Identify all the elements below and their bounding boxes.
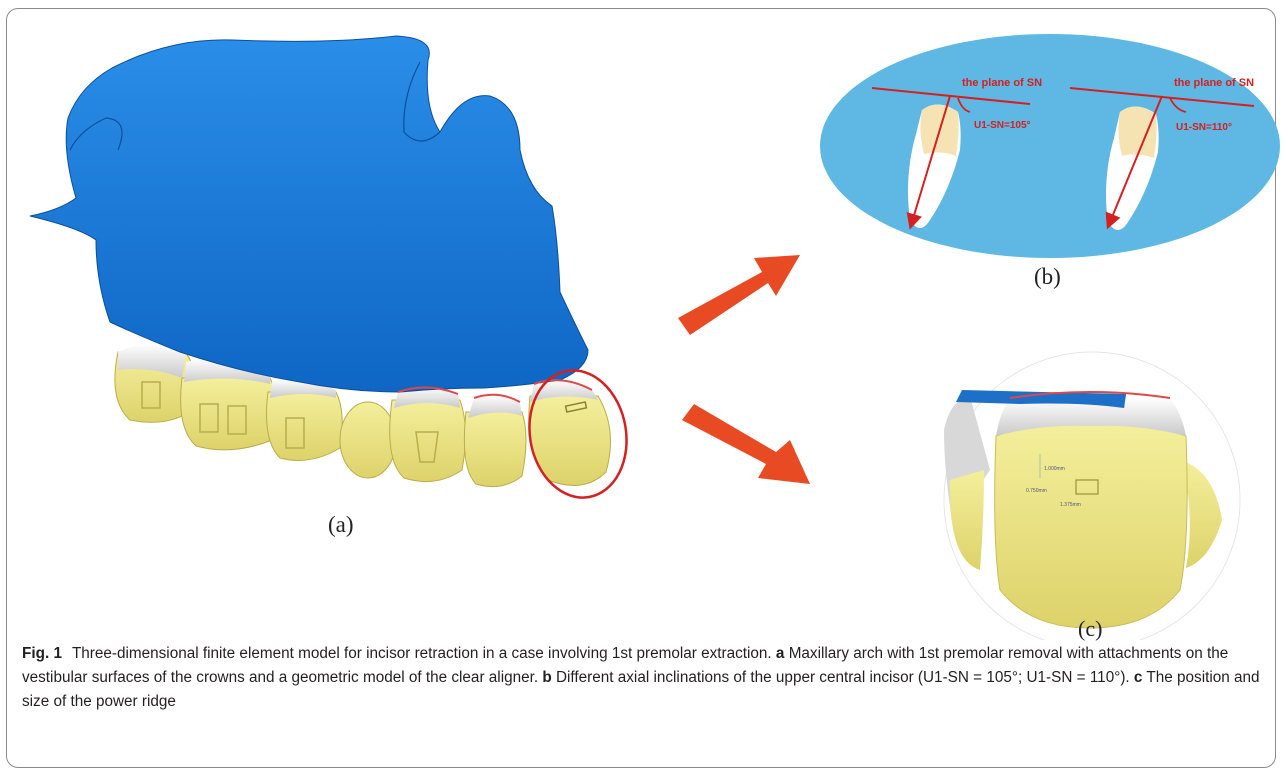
panel-a-label: (a) [328,512,354,538]
caption-a-key: a [776,645,785,662]
arrow-to-b [678,255,800,335]
arrow-to-c [682,404,810,484]
caption-c-key: c [1134,669,1143,686]
figure-artwork: the plane of SN U1-SN=105° the plane of … [0,0,1284,640]
caption-b-text: Different axial inclinations of the uppe… [556,669,1130,686]
plane-label-left: the plane of SN [962,77,1042,89]
panel-b-inset: the plane of SN U1-SN=105° the plane of … [820,34,1280,258]
dim-left: 0.750mm [1026,488,1047,494]
aligner-shell [30,36,588,392]
caption-fig-label: Fig. 1 [22,645,62,662]
panel-b-label: (b) [1034,264,1061,290]
panel-c-inset: 1.000mm 0.750mm 1.375mm [944,352,1240,640]
dim-vertical: 1.000mm [1044,466,1065,472]
dim-bottom: 1.375mm [1060,502,1081,508]
panel-a-model [30,36,636,505]
figure-caption: Fig. 1 Three-dimensional finite element … [22,642,1267,714]
angle-label-left: U1-SN=105° [974,120,1031,131]
plane-label-right: the plane of SN [1174,77,1254,89]
caption-b-key: b [542,669,551,686]
angle-label-right: U1-SN=110° [1176,122,1232,133]
caption-intro: Three-dimensional finite element model f… [72,645,772,662]
panel-c-label: (c) [1078,616,1102,642]
